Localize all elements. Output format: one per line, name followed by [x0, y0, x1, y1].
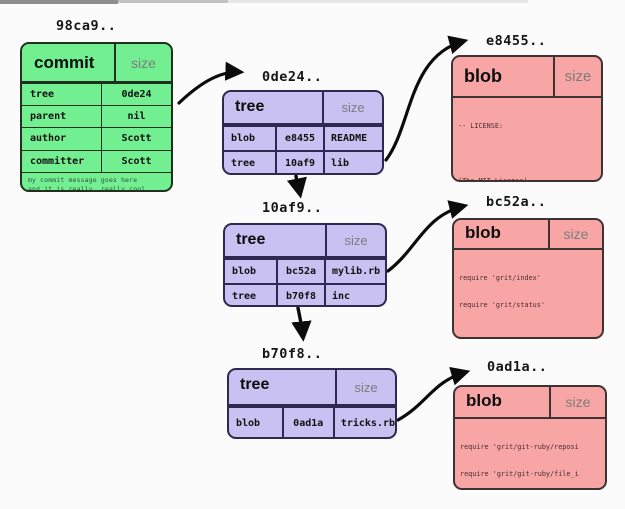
tree-node-b70f8: tree size blob 0ad1a tricks.rb	[227, 368, 397, 439]
tree-type-label: tree	[240, 376, 270, 393]
commit-hash-label: 98ca9..	[56, 18, 117, 34]
field-value: Scott	[121, 155, 152, 167]
blob-0ad1a-hash-label: 0ad1a..	[487, 359, 548, 375]
blob-content: require 'grit/index' require 'grit/statu…	[454, 250, 602, 337]
commit-field-row: author Scott	[22, 127, 171, 150]
entry-type: blob	[232, 266, 257, 277]
tree-header: tree size	[225, 225, 385, 258]
blob-node-0ad1a: blob size require 'grit/git-ruby/reposi …	[453, 385, 607, 490]
tree-10af9-hash-label: 10af9..	[262, 200, 323, 216]
field-value: Scott	[121, 133, 152, 145]
blob-content-line	[459, 329, 602, 337]
blob-type-label: blob	[464, 66, 502, 86]
tree-type-label: tree	[236, 231, 266, 248]
entry-hash: e8455	[275, 127, 325, 150]
blob-type-label: blob	[466, 391, 502, 410]
commit-message-line: my commit message goes here	[28, 175, 138, 184]
commit-message-line: and it is really, really cool	[28, 185, 146, 192]
field-value: nil	[127, 111, 146, 123]
tree-node-10af9: tree size blob bc52a mylib.rb tree b70f8…	[223, 223, 387, 307]
blob-content-line: require 'grit/index'	[459, 273, 541, 282]
tree-entry-row: blob bc52a mylib.rb	[225, 258, 385, 283]
entry-name: README	[331, 133, 368, 144]
video-artifact-band	[228, 0, 528, 3]
entry-hash: 0ad1a	[281, 408, 335, 437]
entry-name: inc	[332, 291, 351, 302]
tree-entry-row: tree 10af9 lib	[224, 150, 382, 173]
blob-content: require 'grit/git-ruby/reposi require 'g…	[455, 419, 605, 488]
commit-field-row: parent nil	[22, 105, 171, 128]
blob-header: blob size	[453, 57, 601, 98]
blob-content-line: require 'grit/status'	[459, 301, 545, 310]
size-label: size	[553, 57, 601, 96]
blob-e8455-hash-label: e8455..	[486, 33, 547, 49]
commit-node: commit size tree 0de24 parent nil author…	[20, 42, 173, 192]
blob-content-line	[458, 149, 601, 158]
field-key: tree	[22, 84, 102, 106]
commit-field-row: committer Scott	[22, 149, 171, 172]
blob-content-line: require 'grit/git-ruby/file_i	[460, 470, 579, 479]
arrow-tree-10af9-to-tree-b70f8	[291, 306, 312, 342]
entry-type: tree	[232, 291, 257, 302]
blob-content-line: require 'grit/git-ruby/reposi	[460, 442, 579, 451]
entry-type: tree	[231, 158, 256, 169]
tree-0de24-hash-label: 0de24..	[262, 69, 323, 85]
size-label: size	[548, 220, 602, 248]
blob-content-line: -- LICENSE:	[458, 121, 504, 130]
blob-header: blob size	[454, 220, 602, 250]
blob-bc52a-hash-label: bc52a..	[486, 194, 547, 210]
size-label: size	[325, 225, 385, 256]
tree-type-label: tree	[235, 98, 265, 115]
blob-content: -- LICENSE: (The MIT License) Copyright …	[453, 98, 601, 180]
tree-entry-row: blob e8455 README	[224, 125, 382, 150]
tree-entry-row: blob 0ad1a tricks.rb	[229, 406, 395, 437]
entry-name: mylib.rb	[332, 266, 381, 277]
size-label: size	[335, 370, 395, 404]
field-key: parent	[22, 106, 102, 128]
commit-field-row: tree 0de24	[22, 83, 171, 106]
entry-type: blob	[236, 418, 261, 429]
field-key: committer	[22, 150, 102, 172]
video-artifact-band	[0, 0, 118, 4]
tree-b70f8-hash-label: b70f8..	[262, 346, 323, 362]
blob-type-label: blob	[465, 223, 501, 242]
video-artifact-band	[118, 0, 228, 3]
entry-hash: b70f8	[276, 285, 326, 305]
field-value: 0de24	[121, 89, 152, 101]
tree-node-0de24: tree size blob e8455 README tree 10af9 l…	[222, 90, 384, 175]
commit-header: commit size	[22, 44, 171, 83]
tree-header: tree size	[224, 92, 382, 125]
blob-content-line: (The MIT License)	[458, 177, 601, 180]
entry-type: blob	[231, 133, 256, 144]
blob-node-e8455: blob size -- LICENSE: (The MIT License) …	[451, 55, 603, 182]
arrow-tree-0de24-to-tree-10af9	[286, 174, 307, 199]
blob-header: blob size	[455, 387, 605, 419]
size-label: size	[549, 387, 605, 417]
size-label: size	[322, 92, 382, 123]
entry-name: tricks.rb	[340, 418, 395, 429]
commit-type-label: commit	[34, 53, 95, 72]
entry-hash: 10af9	[275, 152, 325, 173]
entry-hash: bc52a	[276, 260, 326, 283]
tree-entry-row: tree b70f8 inc	[225, 283, 385, 305]
tree-header: tree size	[229, 370, 395, 406]
size-label: size	[114, 44, 171, 81]
entry-name: lib	[331, 158, 350, 169]
blob-node-bc52a: blob size require 'grit/index' require '…	[452, 218, 604, 339]
field-key: author	[22, 128, 102, 150]
